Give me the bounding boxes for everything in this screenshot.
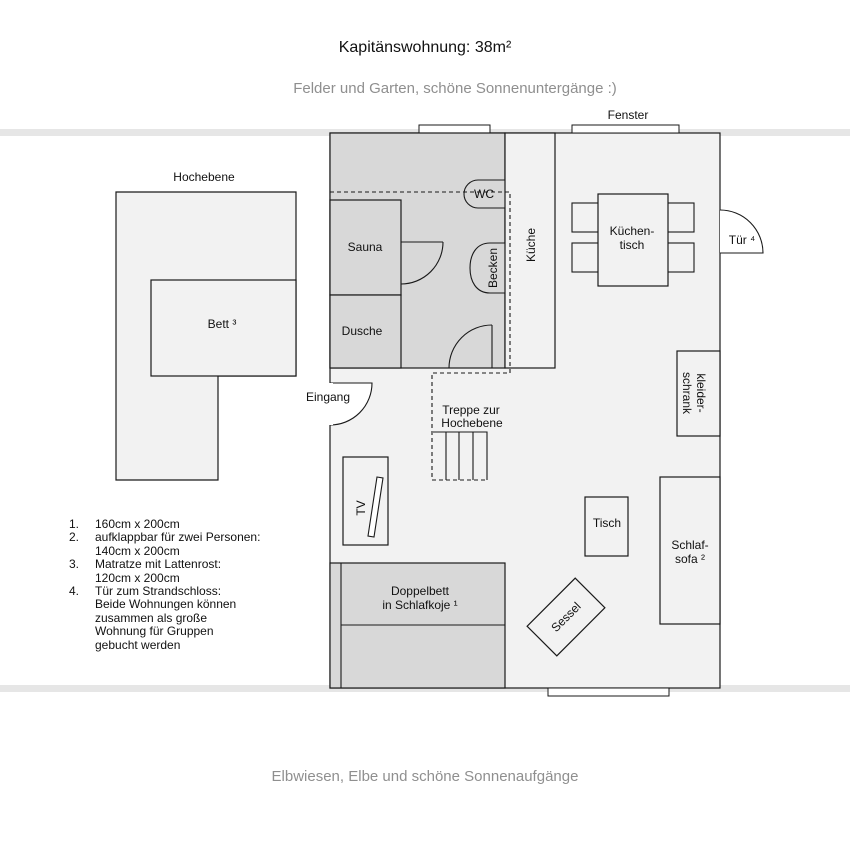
doppelbett-label-2: in Schlafkoje ¹ — [382, 598, 457, 612]
tuer-label: Tür ⁴ — [729, 233, 756, 247]
tv-screen — [367, 476, 384, 538]
tv-cabinet — [342, 456, 389, 546]
treppe-label-2: Hochebene — [441, 416, 503, 430]
footnote: 1. 160cm x 200cm — [69, 517, 309, 531]
window-top-right — [571, 124, 680, 134]
tv-label: TV — [354, 500, 368, 515]
kueche-counter — [504, 132, 556, 369]
sauna-label: Sauna — [348, 240, 383, 254]
kuechentisch-label-2: tisch — [620, 238, 645, 252]
bett-label: Bett ³ — [208, 317, 237, 331]
schlafsofa-label-1: Schlaf- — [671, 538, 708, 552]
schlafsofa — [659, 476, 721, 625]
tisch-label: Tisch — [593, 516, 621, 530]
footnote: 4. Tür zum Strandschloss: Beide Wohnunge… — [69, 584, 309, 652]
wc-fixture — [463, 179, 505, 209]
footnote-text: Matratze mit Lattenrost: 120cm x 200cm — [95, 557, 222, 585]
sessel: Sessel — [526, 577, 606, 657]
eingang-label: Eingang — [306, 390, 350, 404]
chair — [666, 202, 695, 233]
loft-dashed-outline — [330, 191, 511, 481]
becken-label: Becken — [486, 248, 500, 288]
kueche-label: Küche — [524, 228, 538, 262]
becken-fixture — [469, 242, 505, 294]
footnote-number: 3. — [69, 557, 80, 572]
page-title: Kapitänswohnung: 38m² — [339, 39, 512, 56]
tuer-door-arc — [719, 209, 764, 254]
footnote-number: 4. — [69, 584, 80, 599]
window-bottom — [547, 687, 670, 697]
bett-shape — [150, 279, 297, 377]
footnote-number: 1. — [69, 517, 80, 531]
tisch — [584, 496, 629, 557]
window-top-left — [418, 124, 491, 134]
kleiderschrank-label-2: schrank — [680, 372, 694, 415]
dusche-label: Dusche — [342, 324, 383, 338]
sessel-shape — [526, 577, 606, 657]
eingang-door — [329, 382, 373, 426]
treppe-steps — [433, 431, 488, 480]
bathroom-door-arc — [448, 324, 493, 369]
kleiderschrank — [676, 350, 721, 437]
wc-label: WC — [474, 187, 494, 201]
chair — [571, 202, 600, 233]
top-caption: Felder und Garten, schöne Sonnenuntergän… — [293, 80, 617, 97]
kuechentisch-label-1: Küchen- — [610, 224, 655, 238]
footnote-text: aufklappbar für zwei Personen: 140cm x 2… — [95, 530, 261, 558]
chair — [666, 242, 695, 273]
treppe-label-1: Treppe zur — [442, 403, 500, 417]
footnote-text: 160cm x 200cm — [95, 517, 180, 531]
kleiderschrank-label-1: kleider- — [694, 373, 708, 412]
footnotes: 1. 160cm x 200cm 2. aufklappbar für zwei… — [69, 517, 309, 652]
dusche-room — [329, 294, 402, 369]
footnote: 2. aufklappbar für zwei Personen: 140cm … — [69, 531, 309, 558]
chair — [571, 242, 600, 273]
doppelbett-label-1: Doppelbett — [391, 584, 450, 598]
footnote: 3. Matratze mit Lattenrost: 120cm x 200c… — [69, 558, 309, 585]
footnote-number: 2. — [69, 530, 80, 545]
eingang-opening — [327, 383, 333, 425]
hochebene-label: Hochebene — [173, 170, 235, 184]
sauna-door-arc — [400, 241, 444, 285]
kuechentisch — [597, 193, 669, 287]
schlafsofa-label-2: sofa ² — [675, 552, 705, 566]
bottom-caption: Elbwiesen, Elbe und schöne Sonnenaufgäng… — [272, 768, 579, 785]
footnote-text: Tür zum Strandschloss: Beide Wohnungen k… — [95, 584, 237, 652]
fenster-label: Fenster — [608, 108, 649, 122]
